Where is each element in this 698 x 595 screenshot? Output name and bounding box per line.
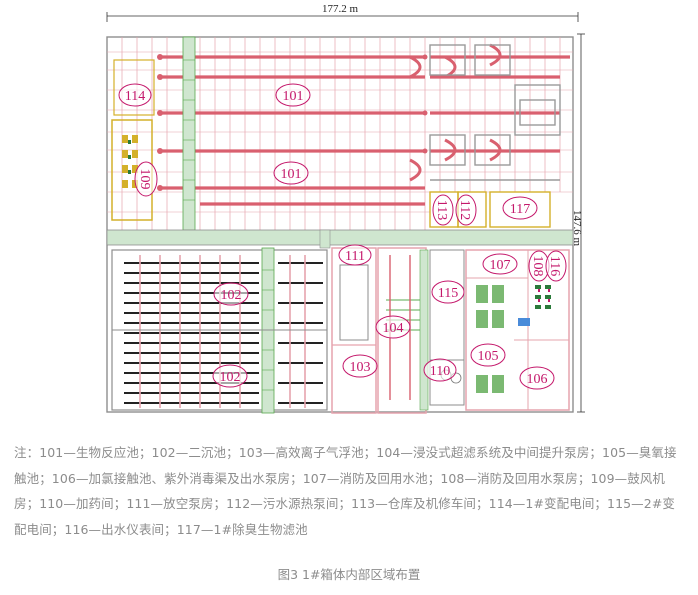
zone-label: 112 [455, 194, 477, 226]
zone-label-text: 101 [281, 167, 302, 182]
zone-label-text: 111 [345, 249, 365, 264]
zone-label: 101 [275, 83, 311, 107]
zone-label: 103 [342, 354, 378, 378]
zone-label-text: 114 [125, 89, 145, 104]
zone-label: 102 [213, 282, 249, 306]
stair-green-top [182, 36, 196, 231]
zone-label-text: 105 [478, 349, 499, 364]
zone-label-text: 110 [430, 364, 450, 379]
zone-label: 104 [375, 315, 411, 339]
dimension-top [106, 12, 579, 22]
zone-label: 108 [528, 250, 550, 282]
top-area [107, 36, 573, 231]
zone-label-text: 104 [383, 321, 404, 336]
main-corridor [106, 229, 574, 246]
zone-label-text: 108 [530, 256, 545, 277]
zone-label-text: 102 [221, 288, 242, 303]
layout-plan: 177.2 m 147.6 m [106, 3, 585, 414]
zone-label-text: 117 [510, 202, 530, 217]
zone-label: 107 [482, 253, 518, 275]
zone-label: 105 [470, 343, 506, 367]
legend-note-text: 注：101—生物反应池；102—二沉池；103—高效离子气浮池；104—浸没式超… [14, 445, 677, 537]
zone-label: 117 [502, 196, 538, 220]
zone-labels: 114 101 101 109 113 112 117 111 [118, 83, 567, 390]
zone-label-text: 115 [438, 286, 458, 301]
dimension-right [577, 33, 585, 413]
zone-label: 116 [545, 250, 567, 282]
width-dimension: 177.2 m [322, 3, 359, 15]
zone-label: 111 [338, 244, 372, 266]
zone-label-text: 102 [220, 370, 241, 385]
zone-label: 101 [273, 161, 309, 185]
zone-label: 114 [118, 83, 152, 107]
zone-label: 113 [432, 194, 454, 226]
figure-caption: 图3 1#箱体内部区域布置 [277, 567, 421, 582]
legend-note: 注：101—生物反应池；102—二沉池；103—高效离子气浮池；104—浸没式超… [14, 440, 686, 542]
zone-label-text: 116 [547, 256, 562, 276]
zone-label-text: 113 [434, 200, 449, 220]
zone-label: 102 [212, 364, 248, 388]
zone-label-text: 112 [457, 200, 472, 220]
zone-label: 109 [134, 161, 158, 197]
height-dimension: 147.6 m [571, 210, 583, 247]
zone-label-text: 106 [527, 372, 548, 387]
zone-label-text: 109 [137, 169, 152, 190]
zone-label: 110 [423, 358, 457, 382]
zone-label-text: 103 [350, 360, 371, 375]
zone-label: 115 [431, 280, 465, 304]
zone-label-text: 107 [490, 258, 511, 273]
zone-label: 106 [519, 366, 555, 390]
zone-label-text: 101 [283, 89, 304, 104]
